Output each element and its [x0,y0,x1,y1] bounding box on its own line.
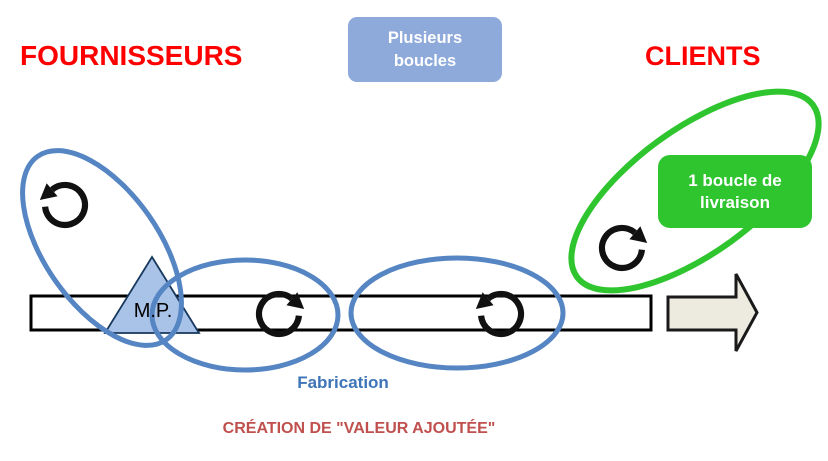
fabrication-label: Fabrication [297,373,389,392]
multi-loop-line2: boucles [393,51,457,70]
circular-arrow-clockwise-icon [602,226,653,268]
supplier-loop-ellipse [20,148,184,348]
fabrication-loop-ellipse-1 [149,257,341,373]
circular-arrow-counterclockwise-icon [34,183,85,225]
right-block-arrow-icon [666,273,759,352]
multi-loop-callout: Plusieurs boucles [348,17,502,82]
delivery-loop-line2: livraison [700,192,770,212]
raw-materials-label: M.P. [133,300,173,322]
raw-materials-triangle [103,255,201,334]
fabrication-loop-ellipse-2 [348,255,566,371]
value-creation-label: CRÉATION DE "VALEUR AJOUTÉE" [222,420,496,437]
delivery-loop-line1: 1 boucle de [688,170,782,190]
delivery-loop-ellipse [568,88,822,294]
clients-title: CLIENTS [645,41,761,71]
suppliers-title: FOURNISSEURS [20,40,243,71]
delivery-loop-callout: 1 boucle de livraison [658,155,812,228]
multi-loop-line1: Plusieurs [387,28,463,47]
